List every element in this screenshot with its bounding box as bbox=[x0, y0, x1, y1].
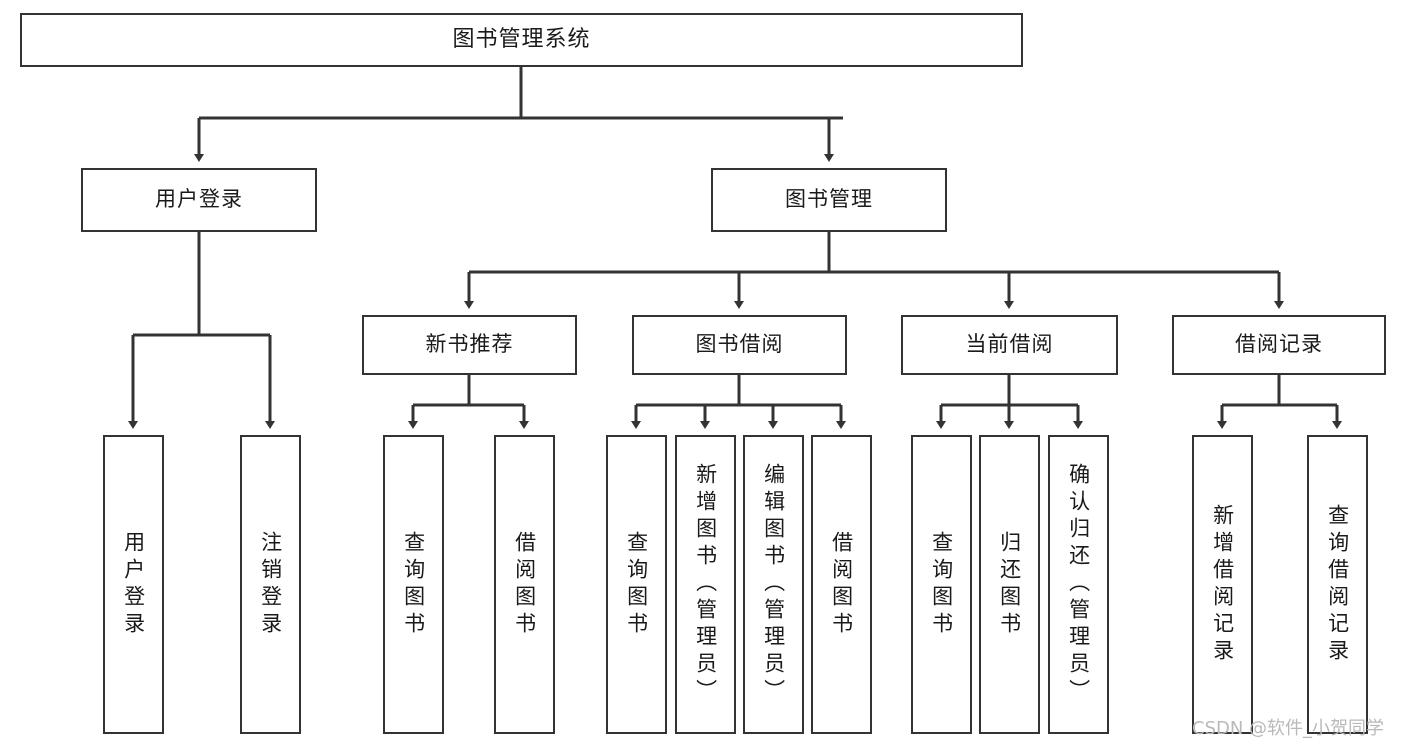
node-leaf-borrow-book-1-label: 借阅图书 bbox=[512, 530, 537, 639]
node-leaf-query-record-label: 查询借阅记录 bbox=[1325, 503, 1350, 666]
node-user-login[interactable]: 用户登录 bbox=[81, 168, 317, 232]
node-root-label: 图书管理系统 bbox=[452, 26, 591, 52]
node-book-manage[interactable]: 图书管理 bbox=[711, 168, 947, 232]
node-leaf-add-record[interactable]: 新增借阅记录 bbox=[1192, 435, 1253, 734]
node-leaf-logout[interactable]: 注销登录 bbox=[240, 435, 301, 734]
node-leaf-user-login-label: 用户登录 bbox=[121, 530, 146, 639]
node-leaf-add-book-label: 新增图书（管理员） bbox=[693, 463, 718, 706]
node-current-borrow[interactable]: 当前借阅 bbox=[901, 315, 1118, 375]
node-borrow-record[interactable]: 借阅记录 bbox=[1172, 315, 1386, 375]
node-leaf-borrow-book-2[interactable]: 借阅图书 bbox=[811, 435, 872, 734]
node-user-login-label: 用户登录 bbox=[155, 187, 243, 212]
node-leaf-query-book-3-label: 查询图书 bbox=[929, 530, 954, 639]
node-root[interactable]: 图书管理系统 bbox=[20, 13, 1023, 67]
node-leaf-edit-book[interactable]: 编辑图书（管理员） bbox=[743, 435, 804, 734]
node-leaf-borrow-book-1[interactable]: 借阅图书 bbox=[494, 435, 555, 734]
node-leaf-query-book-1-label: 查询图书 bbox=[401, 530, 426, 639]
node-book-borrow-label: 图书借阅 bbox=[695, 332, 784, 357]
node-leaf-confirm-return-label: 确认归还（管理员） bbox=[1066, 463, 1091, 706]
node-book-manage-label: 图书管理 bbox=[785, 187, 873, 212]
node-current-borrow-label: 当前借阅 bbox=[965, 332, 1054, 357]
node-leaf-query-book-1[interactable]: 查询图书 bbox=[383, 435, 444, 734]
node-leaf-borrow-book-2-label: 借阅图书 bbox=[829, 530, 854, 639]
node-book-borrow[interactable]: 图书借阅 bbox=[632, 315, 847, 375]
node-leaf-edit-book-label: 编辑图书（管理员） bbox=[761, 463, 786, 706]
csdn-watermark: CSDN @软件_小贺同学 bbox=[1192, 718, 1385, 739]
node-leaf-query-book-2[interactable]: 查询图书 bbox=[606, 435, 667, 734]
node-new-book-recommend[interactable]: 新书推荐 bbox=[362, 315, 577, 375]
node-leaf-return-book-label: 归还图书 bbox=[997, 530, 1022, 639]
node-leaf-query-book-3[interactable]: 查询图书 bbox=[911, 435, 972, 734]
node-leaf-user-login[interactable]: 用户登录 bbox=[103, 435, 164, 734]
node-leaf-logout-label: 注销登录 bbox=[258, 530, 283, 639]
node-leaf-return-book[interactable]: 归还图书 bbox=[979, 435, 1040, 734]
node-borrow-record-label: 借阅记录 bbox=[1235, 332, 1323, 357]
node-leaf-query-book-2-label: 查询图书 bbox=[624, 530, 649, 639]
node-new-book-recommend-label: 新书推荐 bbox=[425, 332, 514, 357]
node-leaf-confirm-return[interactable]: 确认归还（管理员） bbox=[1048, 435, 1109, 734]
node-leaf-add-record-label: 新增借阅记录 bbox=[1210, 503, 1235, 666]
node-leaf-add-book[interactable]: 新增图书（管理员） bbox=[675, 435, 736, 734]
node-leaf-query-record[interactable]: 查询借阅记录 bbox=[1307, 435, 1368, 734]
